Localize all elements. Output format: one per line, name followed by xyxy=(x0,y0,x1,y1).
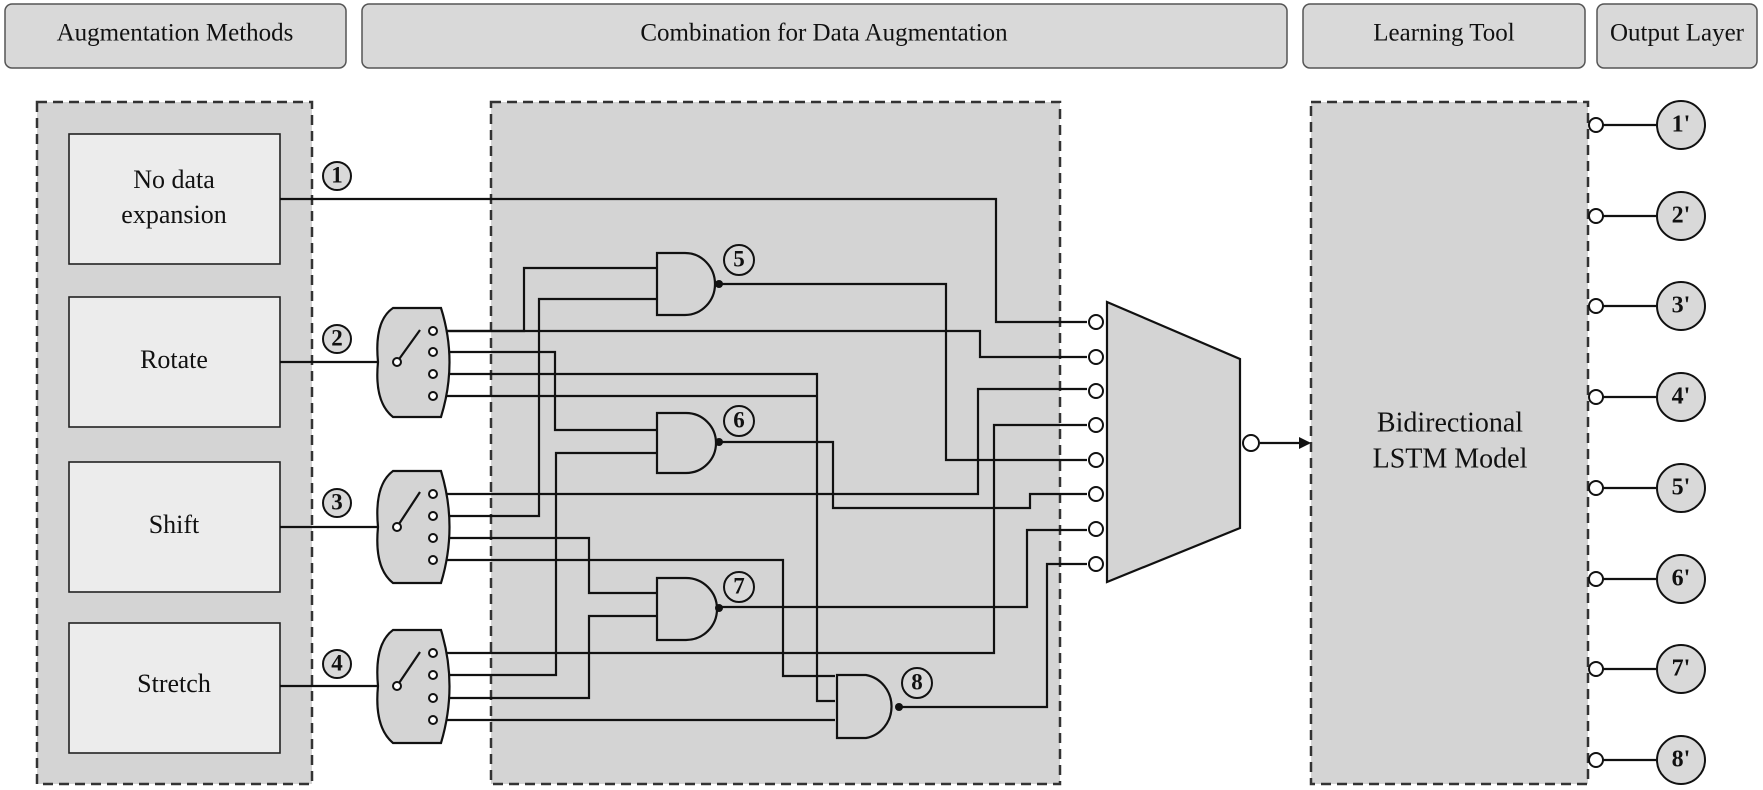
svg-text:6': 6' xyxy=(1672,566,1691,592)
switch-stretch xyxy=(376,628,451,745)
gate-marker-7: 7 xyxy=(723,571,755,603)
and-gate-8 xyxy=(835,673,903,740)
svg-text:5': 5' xyxy=(1672,475,1691,501)
svg-text:4': 4' xyxy=(1672,384,1691,410)
output-node-8: 8' xyxy=(1588,735,1706,785)
switch-shift xyxy=(376,469,451,585)
input-marker-4: 4 xyxy=(322,649,352,679)
svg-text:4: 4 xyxy=(331,650,343,675)
svg-text:1: 1 xyxy=(331,162,343,187)
header-learning-tool: Learning Tool xyxy=(1302,3,1586,69)
method-rotate: Rotate xyxy=(68,296,281,428)
method-stretch: Stretch xyxy=(68,622,281,754)
header-output-layer: Output Layer xyxy=(1596,3,1758,69)
svg-text:Bidirectional: Bidirectional xyxy=(1377,407,1523,438)
svg-text:3': 3' xyxy=(1672,293,1691,319)
svg-text:expansion: expansion xyxy=(121,200,226,229)
svg-text:Augmentation Methods: Augmentation Methods xyxy=(57,20,294,47)
gate-marker-5: 5 xyxy=(723,244,755,276)
output-node-6: 6' xyxy=(1588,554,1706,604)
multiplexer xyxy=(1088,300,1260,584)
header-combination: Combination for Data Augmentation xyxy=(361,3,1288,69)
input-marker-2: 2 xyxy=(322,324,352,354)
header-augmentation-methods: Augmentation Methods xyxy=(4,3,347,69)
lstm-model: Bidirectional LSTM Model xyxy=(1373,407,1528,474)
svg-text:8': 8' xyxy=(1672,747,1691,773)
svg-text:7: 7 xyxy=(733,573,745,598)
method-shift: Shift xyxy=(68,461,281,593)
output-node-7: 7' xyxy=(1588,644,1706,694)
output-node-1: 1' xyxy=(1588,100,1706,150)
svg-text:LSTM Model: LSTM Model xyxy=(1373,443,1528,474)
svg-text:No data: No data xyxy=(133,165,215,194)
svg-text:Combination for Data Augmentat: Combination for Data Augmentation xyxy=(640,20,1008,47)
and-gate-5 xyxy=(655,251,723,317)
svg-text:3: 3 xyxy=(331,489,343,514)
svg-text:Output Layer: Output Layer xyxy=(1610,20,1745,47)
svg-text:5: 5 xyxy=(733,246,745,271)
output-node-4: 4' xyxy=(1588,372,1706,422)
method-no-data-expansion: No data expansion xyxy=(68,133,281,265)
svg-text:1': 1' xyxy=(1672,112,1691,138)
output-node-2: 2' xyxy=(1588,191,1706,241)
svg-text:Rotate: Rotate xyxy=(140,345,208,374)
and-gate-6 xyxy=(655,411,723,475)
gate-marker-6: 6 xyxy=(723,405,755,437)
svg-text:Stretch: Stretch xyxy=(137,669,211,698)
output-node-5: 5' xyxy=(1588,463,1706,513)
input-marker-3: 3 xyxy=(322,488,352,518)
svg-text:7': 7' xyxy=(1672,656,1691,682)
svg-text:8: 8 xyxy=(911,669,923,694)
lstm-panel xyxy=(1309,100,1590,786)
input-marker-1: 1 xyxy=(322,161,352,191)
svg-text:2: 2 xyxy=(331,325,343,350)
svg-text:Shift: Shift xyxy=(149,510,200,539)
output-node-3: 3' xyxy=(1588,281,1706,331)
gate-marker-8: 8 xyxy=(901,667,933,699)
and-gate-7 xyxy=(655,576,723,642)
svg-text:Learning Tool: Learning Tool xyxy=(1373,20,1515,47)
svg-text:6: 6 xyxy=(733,407,745,432)
switch-rotate xyxy=(376,306,451,419)
svg-text:2': 2' xyxy=(1672,203,1691,229)
